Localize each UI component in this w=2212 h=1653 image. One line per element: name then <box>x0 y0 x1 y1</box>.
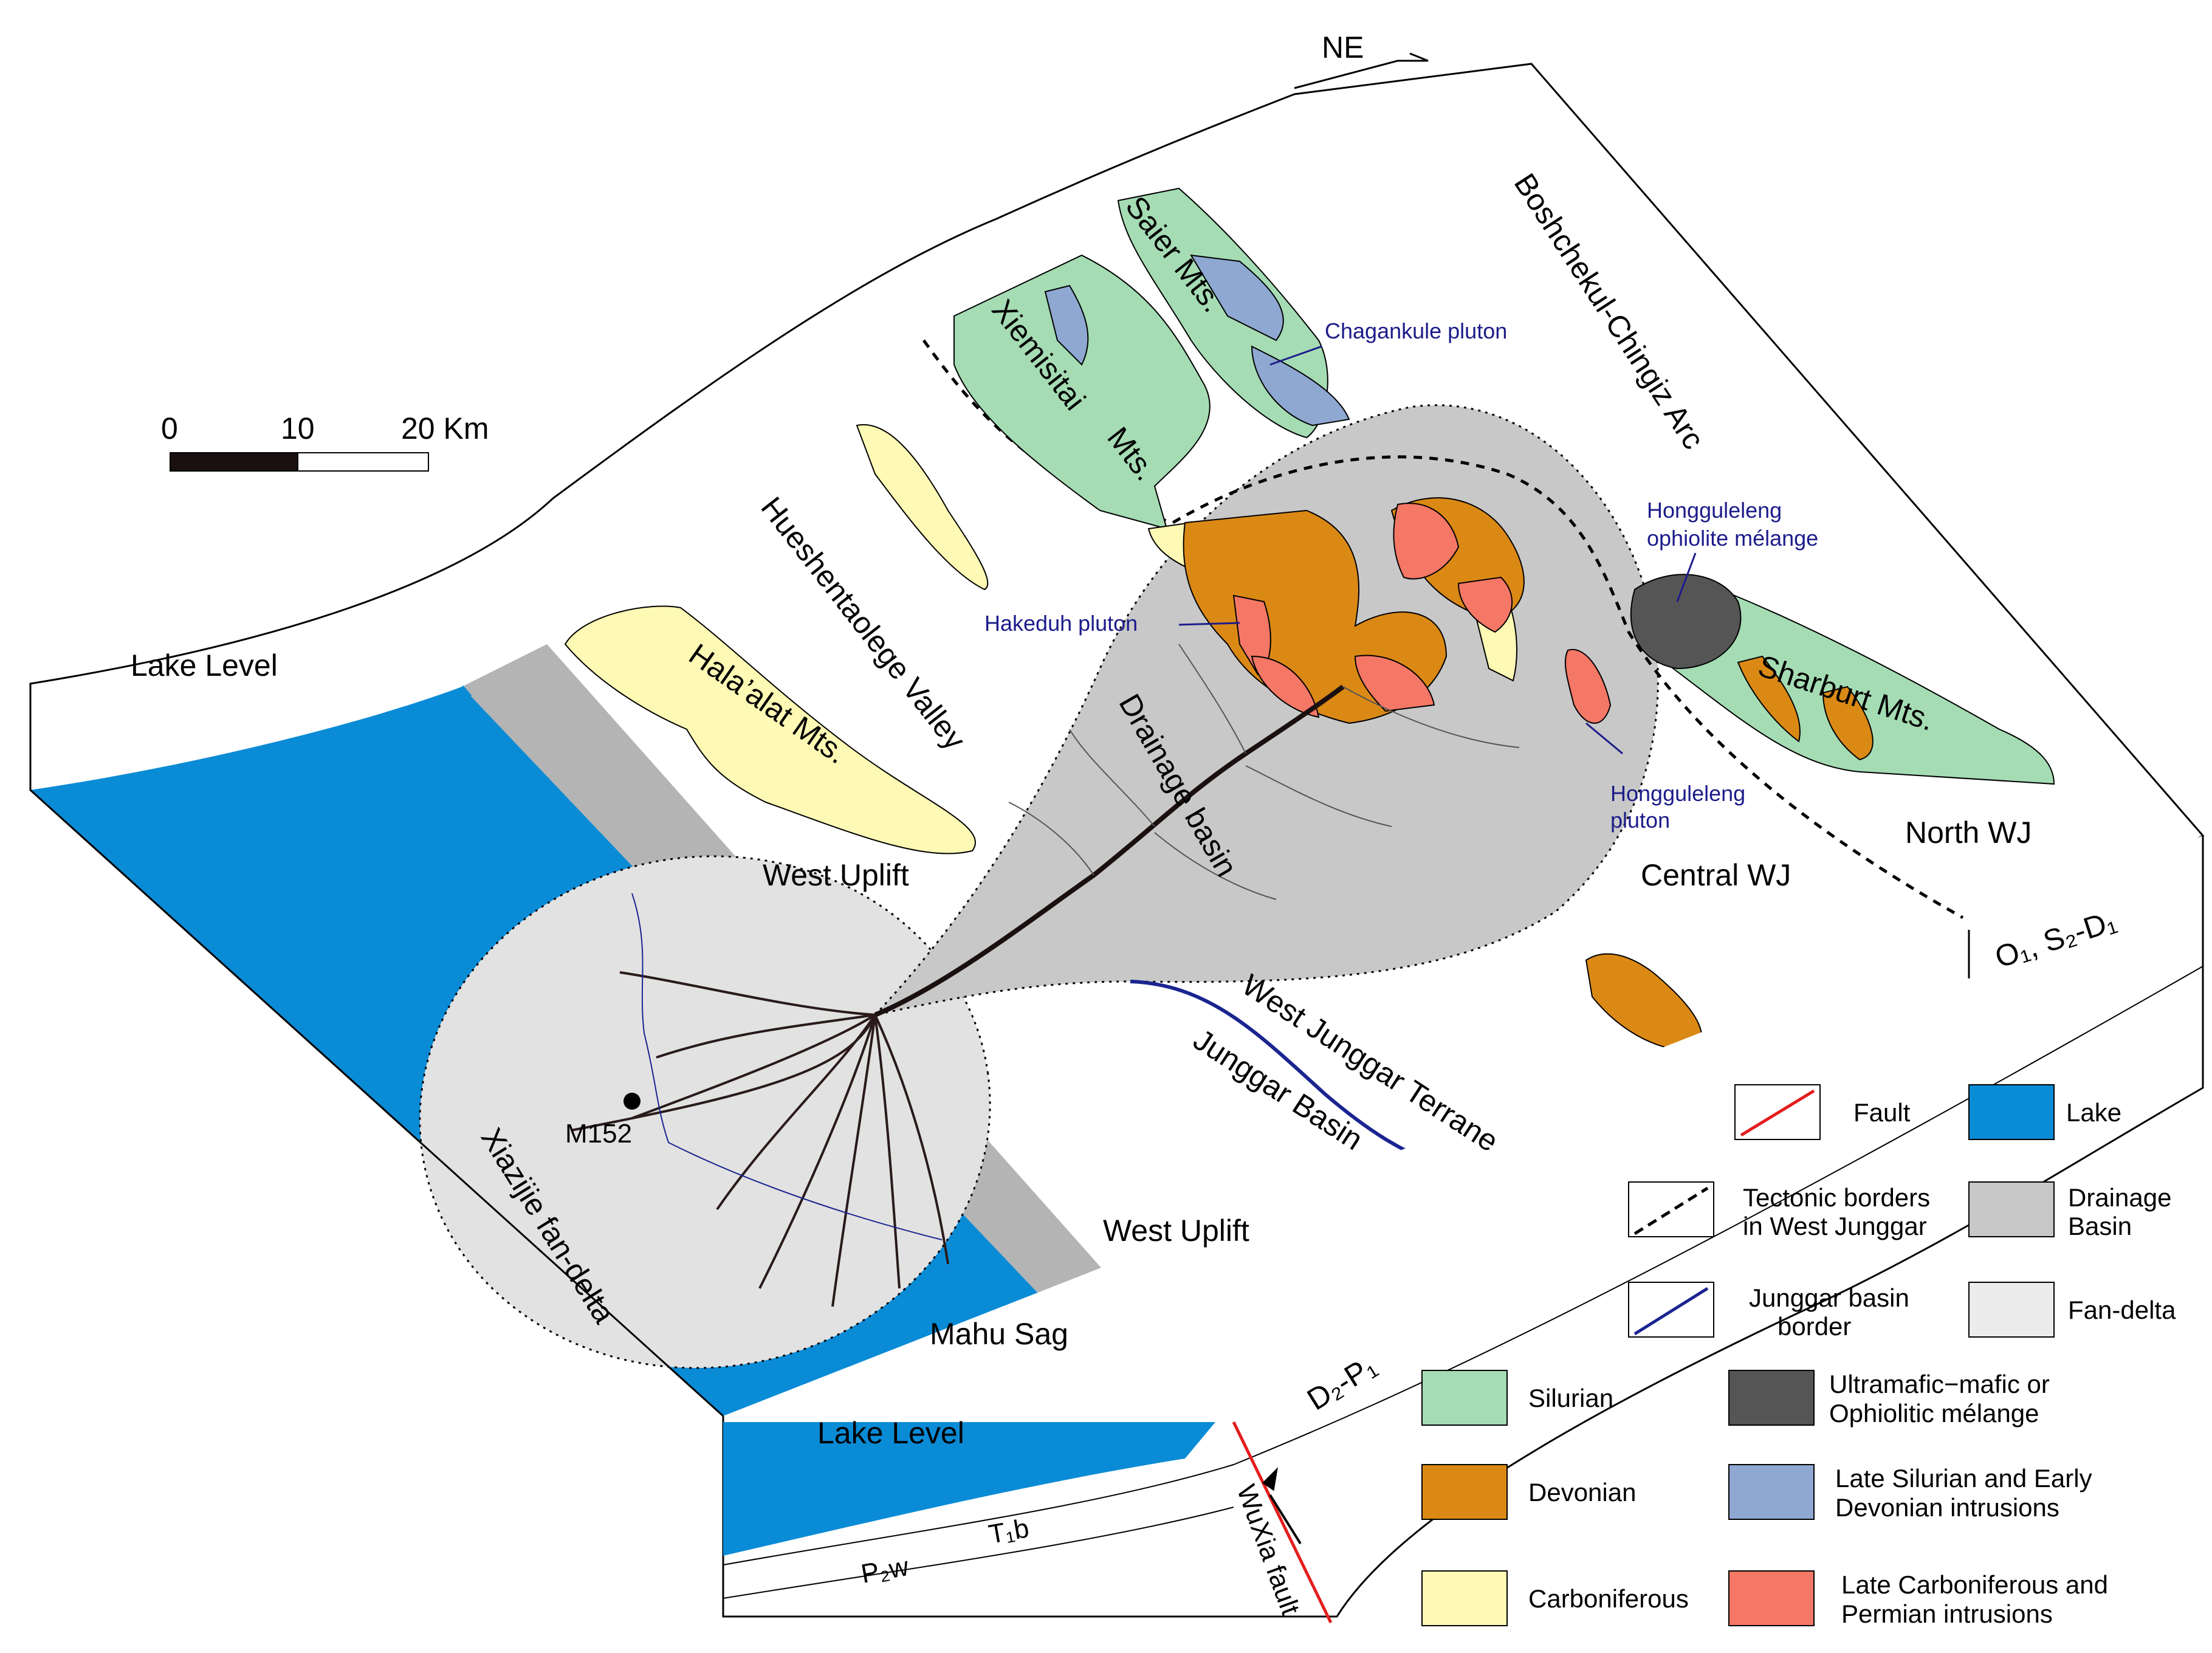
carboniferous-hala-alat <box>564 605 976 854</box>
lcp-intrusion-3 <box>1354 655 1435 712</box>
legend-tectonic-label-2: in West Junggar <box>1743 1212 1927 1240</box>
legend-lcp-label-1: Late Carboniferous and <box>1841 1570 2108 1599</box>
chagankule-arrow <box>1269 345 1322 366</box>
legend-drainage-label-2: Basin <box>2068 1212 2132 1240</box>
legend-ultra-label-2: Ophiolitic mélange <box>1829 1399 2039 1428</box>
zigzag-shoreline <box>460 686 522 867</box>
label-honggul-plu-1: Hongguleleng <box>1610 781 1745 806</box>
label-north-wj: North WJ <box>1905 816 2032 850</box>
silurian-sharburt <box>1664 588 2055 785</box>
label-central-wj: Central WJ <box>1641 858 1791 892</box>
lcp-intrusion-6 <box>1564 648 1612 724</box>
lsed-intrusion-3 <box>1044 284 1089 366</box>
silurian-xiemisitai <box>953 254 1211 530</box>
label-west-uplift-2: West Uplift <box>1103 1214 1249 1248</box>
ophiolite-melange <box>1630 574 1742 670</box>
legend-drainage-label-1: Drainage <box>2068 1183 2171 1212</box>
legend-fault-label: Fault <box>1853 1098 1911 1127</box>
lcp-intrusion-5 <box>1457 576 1513 633</box>
label-west-uplift-1: West Uplift <box>763 858 909 892</box>
hakeduh-arrow <box>1178 622 1240 626</box>
block-front-face <box>722 836 2204 1618</box>
legend-ultra-label-1: Ultramafic−mafic or <box>1829 1370 2050 1398</box>
legend-lake-label: Lake <box>2066 1098 2121 1127</box>
label-honggul-plu-2: pluton <box>1610 808 1670 833</box>
front-blue-strip <box>723 1422 1215 1556</box>
legend: Fault Lake Tectonic borders in West Jung… <box>1421 1084 2176 1628</box>
lsed-intrusion-2 <box>1251 345 1350 427</box>
legend-tectonic-label-1: Tectonic borders <box>1743 1183 1930 1212</box>
carboniferous-hueshentaolege <box>856 424 989 591</box>
ne-label: NE <box>1322 30 1364 64</box>
scale-tick-20: 20 Km <box>401 411 489 445</box>
honggul-oph-arrow <box>1676 552 1697 602</box>
devonian-sharburt-2 <box>1822 686 1874 761</box>
main-river <box>874 684 1345 1017</box>
label-honggul-oph-2: ophiolite mélange <box>1647 526 1818 551</box>
label-honggul-oph-1: Hongguleleng <box>1647 498 1782 523</box>
label-lake-level-bottom: Lake Level <box>817 1416 964 1450</box>
scale-tick-10: 10 <box>281 411 315 445</box>
tectonic-border <box>922 339 1964 919</box>
lsed-intrusion-1 <box>1190 254 1284 342</box>
legend-devonian-label: Devonian <box>1528 1478 1636 1507</box>
label-t1b: T₁b <box>986 1513 1031 1550</box>
legend-lsed-label-1: Late Silurian and Early <box>1835 1464 2092 1493</box>
legend-carb-label: Carboniferous <box>1528 1584 1689 1613</box>
fault-arrow <box>1262 1467 1302 1545</box>
label-mahu-sag: Mahu Sag <box>930 1317 1068 1351</box>
label-lake-level-top: Lake Level <box>131 648 278 682</box>
scale-bar <box>170 452 429 472</box>
wuxia-fault-line <box>1232 1421 1333 1624</box>
label-m152: M152 <box>565 1119 632 1149</box>
label-chagankule: Chagankule pluton <box>1325 318 1507 343</box>
legend-lcp-label-2: Permian intrusions <box>1841 1600 2053 1628</box>
coastline-sinuous <box>631 893 943 1240</box>
lcp-intrusion-2 <box>1251 655 1320 718</box>
drainage-tributaries <box>1008 644 1520 900</box>
lcp-intrusion-4 <box>1393 503 1460 580</box>
front-layer-line-2 <box>723 1507 1234 1599</box>
fan-delta-ellipse <box>419 855 991 1369</box>
honggul-plu-arrow <box>1585 722 1623 755</box>
legend-lsed-label-2: Devonian intrusions <box>1835 1493 2059 1522</box>
devonian-isolated <box>1585 953 1703 1053</box>
label-hakeduh-pluton: Hakeduh pluton <box>984 611 1138 636</box>
scale-tick-0: 0 <box>161 411 178 445</box>
north-east-arrow <box>1294 52 1429 89</box>
m152-marker <box>623 1093 641 1110</box>
front-layer-line <box>723 966 2203 1565</box>
legend-jbb-label-1: Junggar basin <box>1749 1284 1909 1312</box>
legend-jbb-label-2: border <box>1777 1312 1851 1341</box>
legend-fan-label: Fan-delta <box>2068 1296 2176 1324</box>
legend-silurian-label: Silurian <box>1528 1384 1613 1412</box>
fan-channels <box>571 971 949 1307</box>
devonian-sharburt-1 <box>1737 655 1801 743</box>
